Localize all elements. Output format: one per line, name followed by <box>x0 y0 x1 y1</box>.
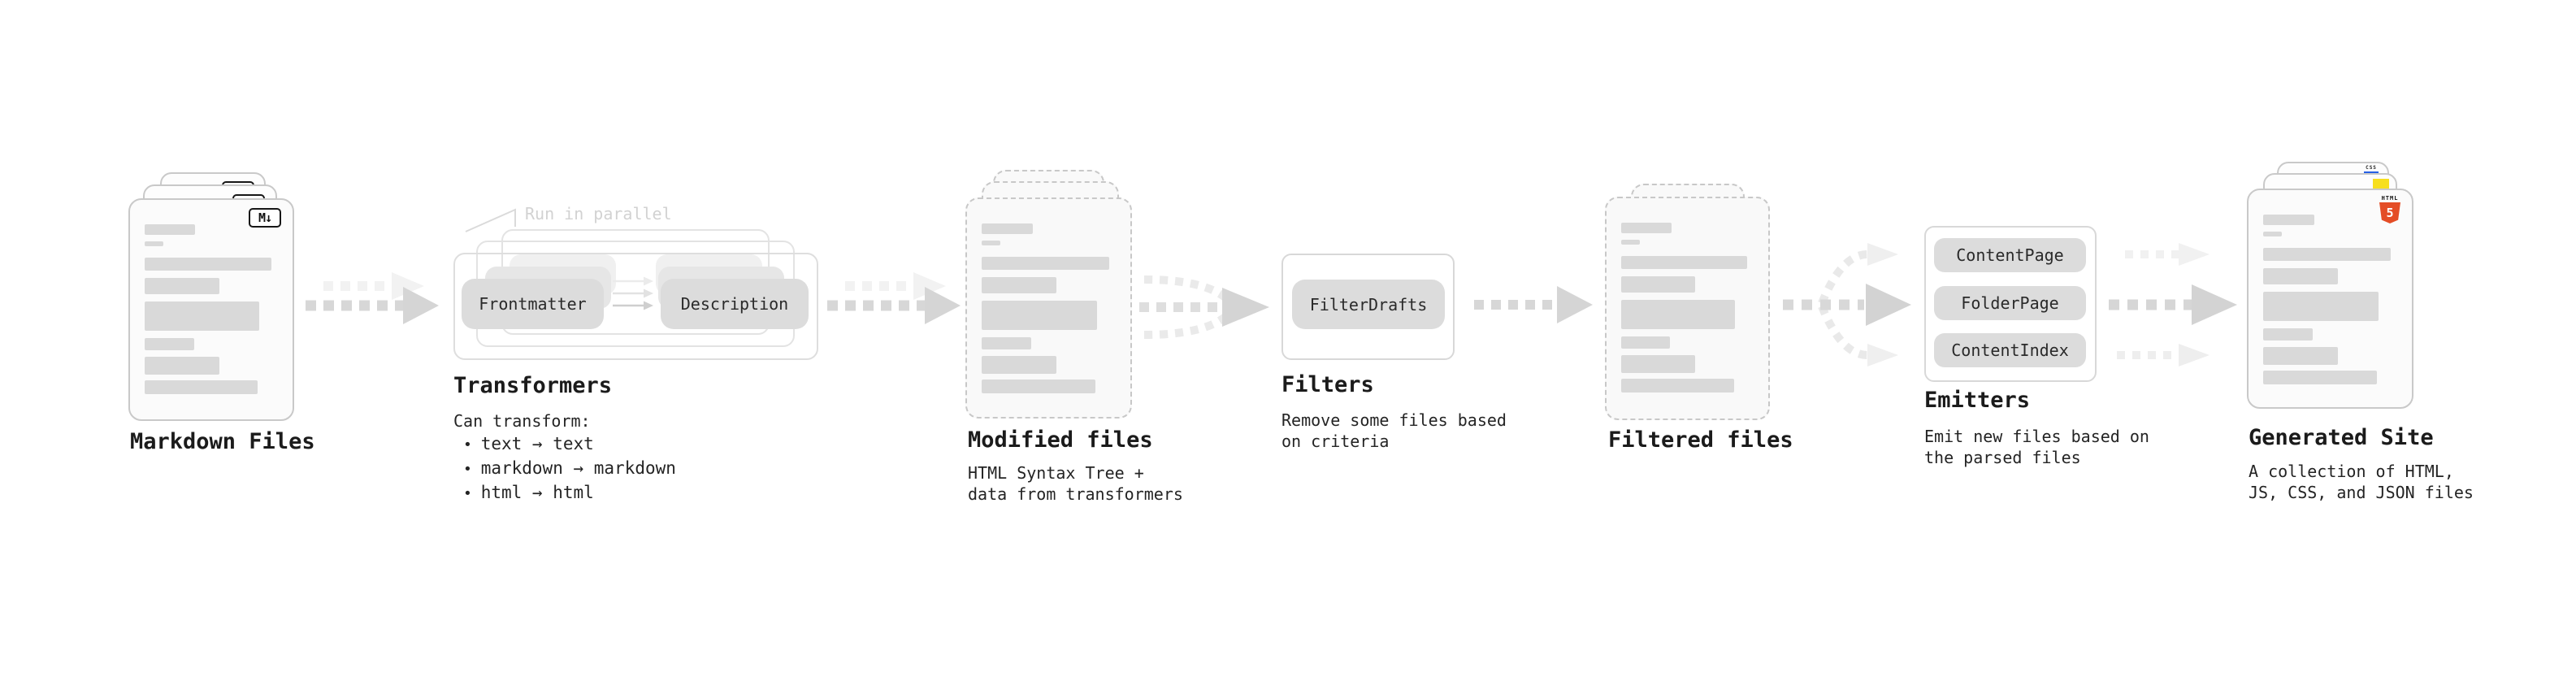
transformer-container-front <box>453 253 818 360</box>
doc-text-bar <box>2263 215 2314 225</box>
html5-icon: HTML 5 <box>2378 195 2402 223</box>
subtitle-line: the parsed files <box>1924 448 2081 467</box>
generated-file-card: HTML 5 <box>2247 189 2413 409</box>
doc-text-bars <box>982 223 1116 393</box>
bullet-item: text → text <box>463 432 676 457</box>
doc-text-bar <box>145 380 258 394</box>
doc-text-bar <box>145 338 194 350</box>
doc-text-bar <box>982 277 1057 293</box>
javascript-icon <box>2373 179 2389 189</box>
subtitle-line: Emit new files based on <box>1924 427 2149 446</box>
doc-text-bar <box>1621 256 1747 269</box>
doc-text-bar <box>2263 292 2379 321</box>
stage-title-filters: Filters <box>1281 372 1374 397</box>
doc-text-bars <box>1621 223 1754 393</box>
stage-title-transformers: Transformers <box>453 373 613 398</box>
subtitle-line: data from transformers <box>968 484 1183 504</box>
generated-site-subtitle: A collection of HTML, JS, CSS, and JSON … <box>2249 461 2474 503</box>
doc-text-bar <box>145 301 260 331</box>
doc-text-bar <box>2263 328 2314 340</box>
arrow-filtered-to-emitters <box>1783 243 1911 367</box>
doc-text-bar <box>1621 355 1696 373</box>
run-in-parallel-note: Run in parallel <box>525 204 672 223</box>
transformers-bullet-list: text → text markdown → markdown html → h… <box>463 432 676 505</box>
bullet-item: html → html <box>463 481 676 505</box>
doc-text-bar <box>145 258 271 271</box>
doc-text-bar <box>2263 232 2283 236</box>
run-in-parallel-leader-line <box>465 208 516 232</box>
doc-text-bars <box>145 224 278 394</box>
doc-text-bar <box>982 257 1109 270</box>
contentindex-pill: ContentIndex <box>1934 333 2086 367</box>
modified-file-card <box>965 197 1132 419</box>
subtitle-line: A collection of HTML, <box>2249 462 2454 481</box>
doc-text-bars <box>2263 215 2397 384</box>
doc-text-bar <box>982 241 1001 245</box>
doc-text-bar <box>1621 240 1640 245</box>
stage-title-modified-files: Modified files <box>968 427 1153 453</box>
doc-text-bar <box>982 380 1096 393</box>
doc-text-bar <box>145 357 219 375</box>
markdown-file-card: M↓ <box>128 198 294 421</box>
arrow-modified-to-filters <box>1139 275 1269 339</box>
modified-files-subtitle: HTML Syntax Tree + data from transformer… <box>968 462 1183 505</box>
doc-text-bar <box>2263 268 2339 284</box>
doc-text-bar <box>2263 347 2339 365</box>
stage-title-filtered-files: Filtered files <box>1608 427 1793 453</box>
folderpage-pill: FolderPage <box>1934 286 2086 320</box>
filters-subtitle: Remove some files based on criteria <box>1281 410 1507 452</box>
doc-text-bar <box>2263 248 2391 261</box>
doc-text-bar <box>982 337 1032 349</box>
html5-icon-number: 5 <box>2386 206 2394 220</box>
contentpage-pill: ContentPage <box>1934 238 2086 272</box>
doc-text-bar <box>1621 300 1736 329</box>
doc-text-bar <box>1621 379 1734 393</box>
stage-title-markdown-files: Markdown Files <box>130 429 315 454</box>
filterdrafts-pill: FilterDrafts <box>1292 280 1445 329</box>
doc-text-bar <box>1621 223 1672 233</box>
frontmatter-pill: Frontmatter <box>462 279 604 329</box>
arrow-emitters-to-generated <box>2109 243 2237 367</box>
transform-step-arrows-icon <box>613 276 653 310</box>
doc-text-bar <box>982 301 1097 330</box>
subtitle-line: JS, CSS, and JSON files <box>2249 483 2474 502</box>
arrow-markdown-to-transformers <box>306 272 439 324</box>
stage-title-emitters: Emitters <box>1924 388 2031 413</box>
arrow-filters-to-filtered <box>1474 286 1593 323</box>
stage-title-generated-site: Generated Site <box>2249 425 2434 450</box>
css-icon: CSS <box>2363 166 2379 174</box>
doc-text-bar <box>1621 276 1696 293</box>
subtitle-line: HTML Syntax Tree + <box>968 463 1144 483</box>
doc-text-bar <box>145 278 219 294</box>
subtitle-line: Remove some files based <box>1281 410 1507 430</box>
css-icon-label: CSS <box>2366 165 2377 171</box>
markdown-icon: M↓ <box>249 208 281 228</box>
transformers-description-heading: Can transform: <box>453 411 591 431</box>
html5-icon-label: HTML <box>2381 195 2399 202</box>
doc-text-bar <box>982 356 1057 374</box>
css-icon-bar <box>2364 171 2379 174</box>
doc-text-bar <box>145 241 163 246</box>
doc-text-bar <box>982 223 1033 234</box>
subtitle-line: on criteria <box>1281 432 1390 451</box>
doc-text-bar <box>2263 371 2378 384</box>
arrow-transformers-to-modified <box>827 272 961 324</box>
filtered-file-card <box>1605 197 1770 420</box>
doc-text-bar <box>1621 336 1671 349</box>
emitters-subtitle: Emit new files based on the parsed files <box>1924 426 2149 468</box>
doc-text-bar <box>145 224 196 235</box>
bullet-item: markdown → markdown <box>463 457 676 481</box>
description-pill: Description <box>661 279 809 329</box>
